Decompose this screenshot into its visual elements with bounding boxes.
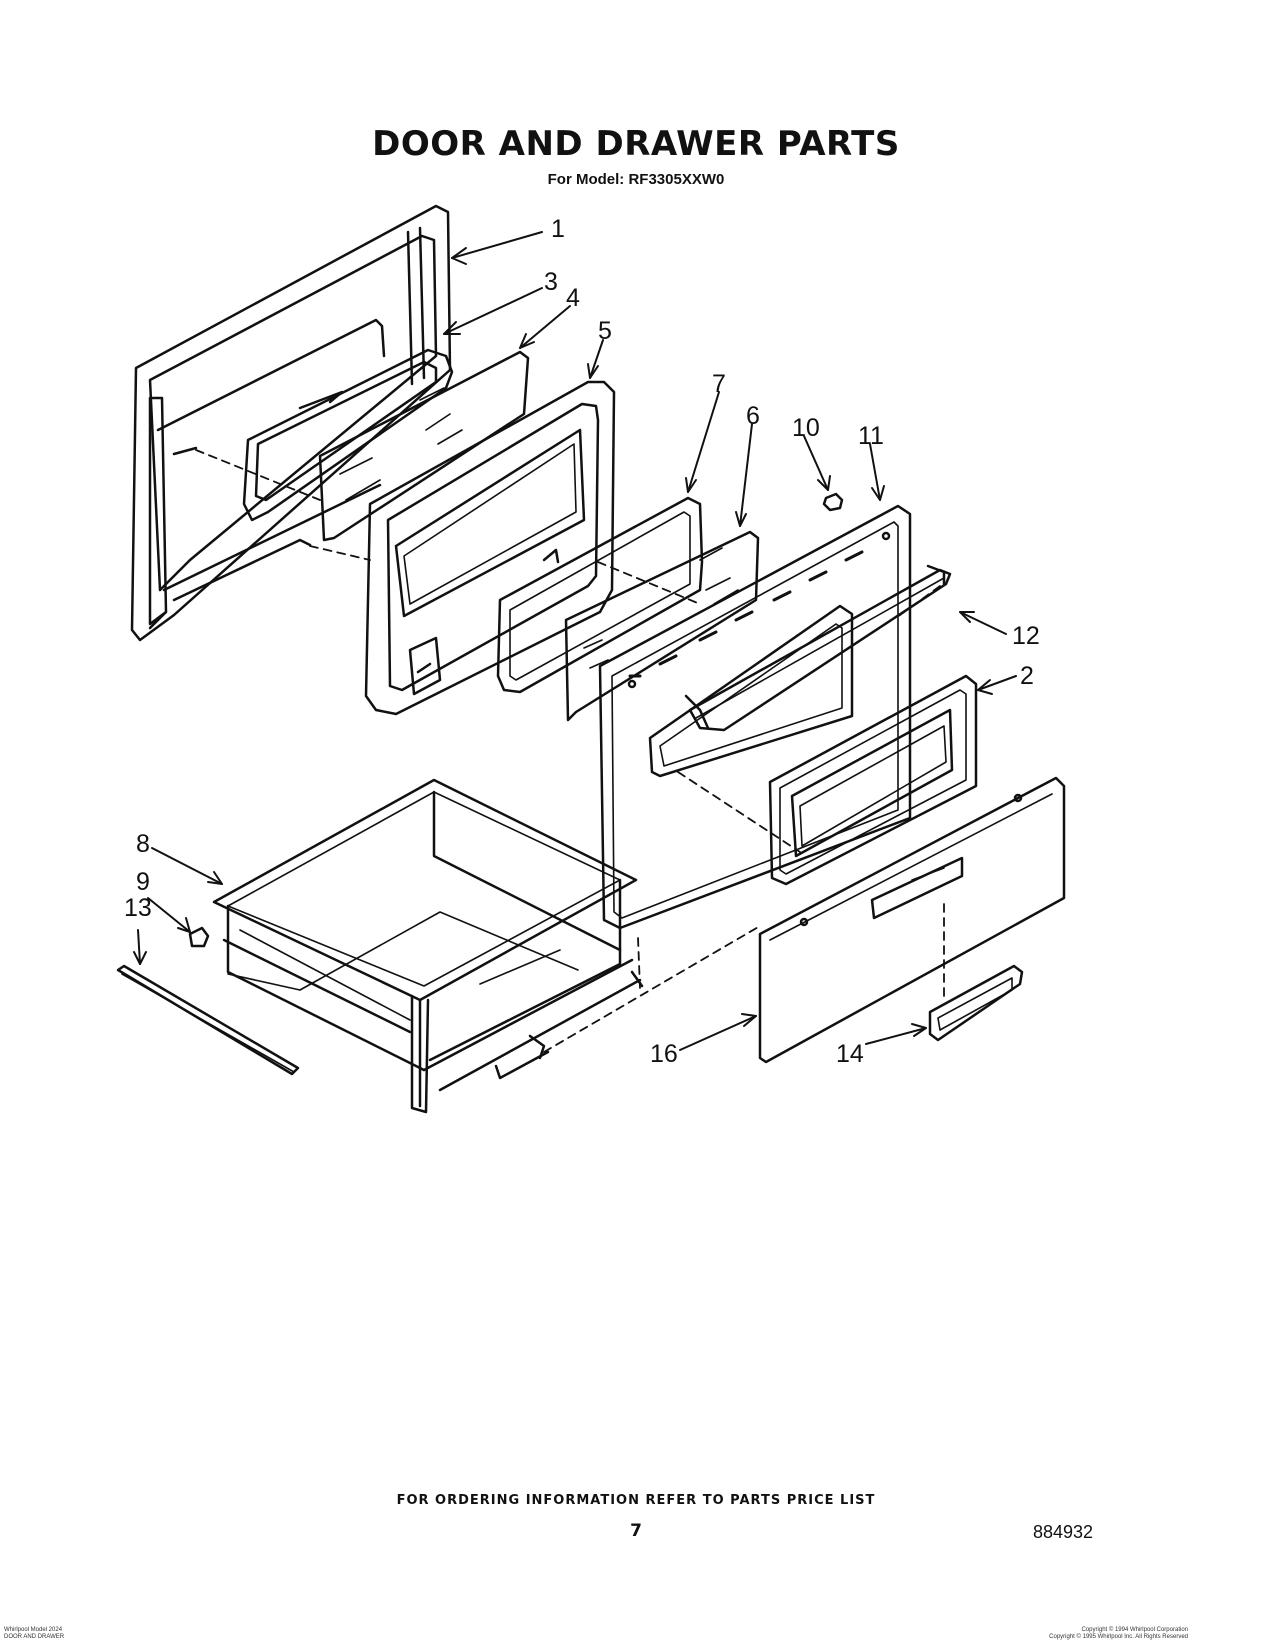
- door-gasket-part: [242, 348, 454, 522]
- callout-8: 8: [136, 830, 150, 858]
- model-subtitle: For Model: RF3305XXW0: [547, 171, 725, 188]
- left-fine-print-line-2: DOOR AND DRAWER: [4, 1634, 65, 1640]
- door-inner-panel-part: [364, 380, 616, 716]
- door-frame-gasket-part: [496, 496, 704, 694]
- outer-door-panel-part: [598, 504, 912, 930]
- right-fine-print-line-2: Copyright © 1995 Whirlpool Inc. All Righ…: [1049, 1634, 1188, 1640]
- callout-6: 6: [746, 402, 760, 430]
- callout-12: 12: [1012, 622, 1040, 650]
- callout-7: 7: [712, 370, 726, 398]
- callout-5: 5: [598, 317, 612, 345]
- leader-lines: [133, 231, 1017, 1051]
- callout-10: 10: [792, 414, 820, 442]
- callout-11: 11: [858, 422, 884, 450]
- callout-2: 2: [1020, 662, 1034, 690]
- inner-glass-part: [318, 350, 530, 542]
- ordering-info-note: FOR ORDERING INFORMATION REFER TO PARTS …: [396, 1493, 876, 1508]
- diagram-number: 884932: [1033, 1522, 1094, 1542]
- door-liner-part: [130, 204, 452, 642]
- drawer-rail-part: [116, 964, 300, 1076]
- page-title: DOOR AND DRAWER PARTS: [372, 124, 900, 164]
- callout-4: 4: [566, 284, 580, 312]
- callout-9: 9: [136, 868, 150, 896]
- drawer-part: [212, 778, 644, 1114]
- drawer-handle-part: [928, 964, 1024, 1042]
- callout-1: 1: [551, 215, 565, 243]
- callout-13: 13: [124, 894, 152, 922]
- callout-16: 16: [650, 1040, 678, 1068]
- left-fine-print-line-1: Whirlpool Model 2024: [4, 1627, 63, 1633]
- right-fine-print: Copyright © 1994 Whirlpool Corporation C…: [988, 1627, 1188, 1641]
- window-frame-part: [768, 674, 978, 886]
- drawer-front-panel-part: [758, 776, 1066, 1064]
- drawer-roller-part: [188, 926, 210, 948]
- assembly-lines: [195, 449, 945, 1053]
- screw-part: [822, 492, 844, 512]
- right-fine-print-line-1: Copyright © 1994 Whirlpool Corporation: [1081, 1627, 1188, 1633]
- page-number: 7: [630, 1521, 642, 1541]
- callout-14: 14: [836, 1040, 864, 1068]
- outer-glass-part: [564, 530, 760, 722]
- door-handle-part: [684, 564, 952, 732]
- left-fine-print: Whirlpool Model 2024 DOOR AND DRAWER: [4, 1627, 64, 1641]
- callout-3: 3: [544, 268, 558, 296]
